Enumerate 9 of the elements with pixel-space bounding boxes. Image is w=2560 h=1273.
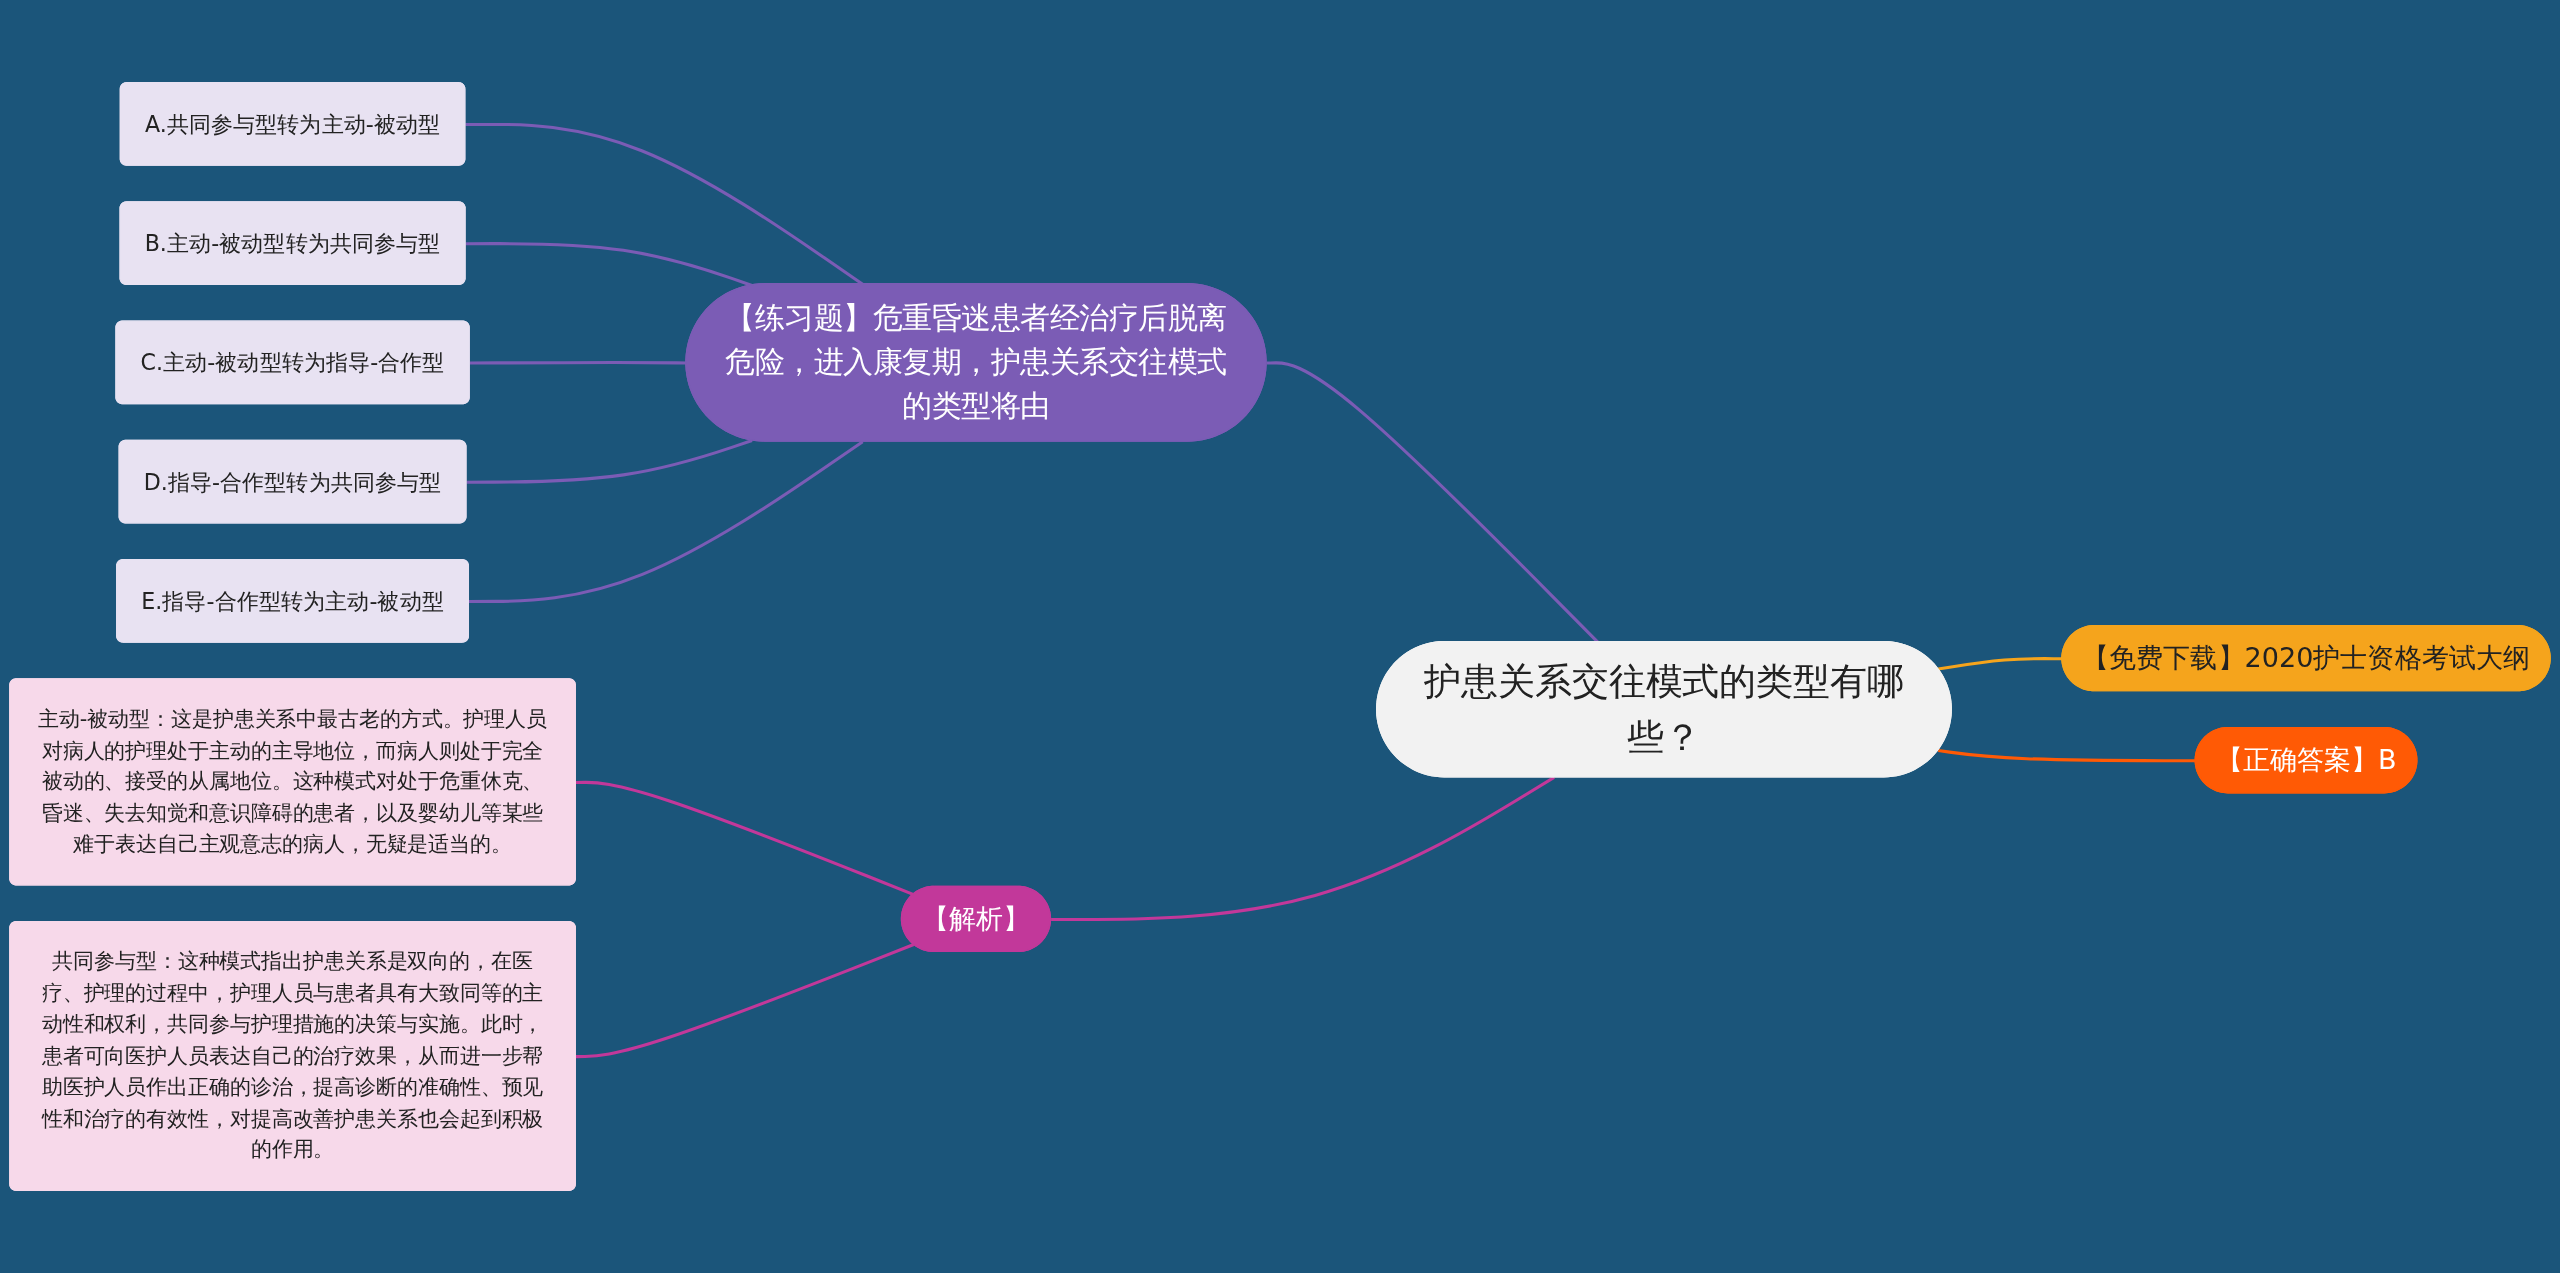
connector — [1051, 776, 1555, 922]
connector — [466, 439, 753, 484]
connector — [469, 440, 864, 603]
connector — [575, 943, 915, 1059]
connector — [575, 780, 915, 896]
connector — [465, 122, 864, 286]
connector — [465, 242, 753, 287]
connector — [1938, 749, 2196, 763]
connector — [1937, 657, 2063, 671]
